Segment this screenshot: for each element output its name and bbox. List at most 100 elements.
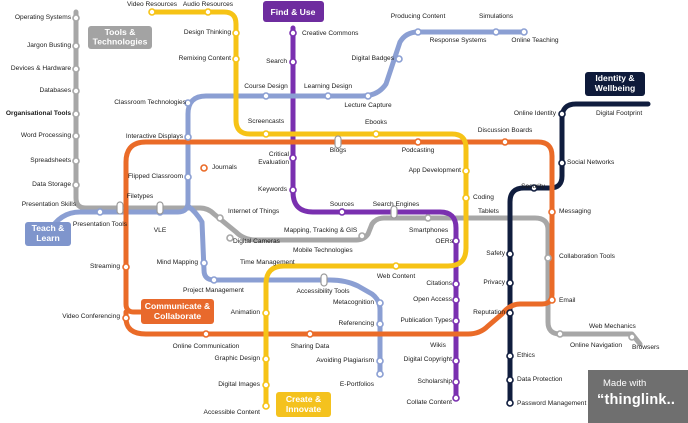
station-publication-types[interactable]: Publication Types [400,317,452,324]
station-accessibility-tools[interactable]: Accessibility Tools [296,288,350,295]
station-marker-tools-grey[interactable] [358,232,366,240]
station-classroom-technologies[interactable]: Classroom Technologies [114,99,186,106]
station-digital-badges[interactable]: Digital Badges [351,55,394,62]
station-marker-teach-blue[interactable] [96,208,104,216]
station-simulations[interactable]: Simulations [479,13,514,20]
station-marker-communicate-orange[interactable] [202,330,210,338]
station-marker-tools-grey[interactable] [424,214,432,222]
station-lecture-capture[interactable]: Lecture Capture [344,102,392,109]
interchange-marker[interactable] [156,201,164,215]
station-online-communication[interactable]: Online Communication [173,343,240,350]
hub-tools-technologies[interactable]: Tools &Technologies [88,26,152,49]
station-marker-create-yellow[interactable] [462,167,470,175]
station-web-content[interactable]: Web Content [377,273,416,280]
station-ebooks[interactable]: Ebooks [365,119,388,126]
station-e-portfolios[interactable]: E-Portfolios [340,381,375,388]
station-marker-identity-navy[interactable] [558,110,566,118]
station-marker-teach-blue[interactable] [184,99,192,107]
station-vle[interactable]: VLE [154,227,167,234]
station-marker-teach-blue[interactable] [200,259,208,267]
station-web-mechanics[interactable]: Web Mechanics [589,323,636,330]
station-marker-create-yellow[interactable] [462,194,470,202]
station-marker-communicate-orange[interactable] [122,314,130,322]
station-marker-communicate-orange[interactable] [414,138,422,146]
station-search-engines[interactable]: Search Engines [373,201,420,208]
station-marker-identity-navy[interactable] [506,399,514,407]
station-marker-identity-navy[interactable] [506,376,514,384]
station-marker-teach-blue[interactable] [324,92,332,100]
station-video-conferencing[interactable]: Video Conferencing [62,313,120,320]
station-scholarship[interactable]: Scholarship [418,378,453,385]
station-accessible-content[interactable]: Accessible Content [204,409,261,416]
station-marker-communicate-orange[interactable] [501,138,509,146]
station-time-management[interactable]: Time Management [240,259,295,266]
station-marker-communicate-orange[interactable] [122,263,130,271]
station-digital-copyright[interactable]: Digital Copyright [404,356,453,363]
station-marker-create-yellow[interactable] [262,355,270,363]
station-mapping-tracking-gis[interactable]: Mapping, Tracking & GIS [284,227,358,234]
station-avoiding-plagiarism[interactable]: Avoiding Plagiarism [316,357,374,364]
station-databases[interactable]: Databases [39,87,71,94]
station-marker-find-purple[interactable] [452,378,460,386]
station-marker-identity-navy[interactable] [506,352,514,360]
station-marker-tools-grey[interactable] [72,181,80,189]
station-referencing[interactable]: Referencing [338,320,374,327]
station-marker-find-purple[interactable] [452,317,460,325]
station-marker-tools-grey[interactable] [544,254,552,262]
station-marker-teach-blue[interactable] [184,173,192,181]
station-project-management[interactable]: Project Management [183,287,244,294]
station-marker-tools-grey[interactable] [72,87,80,95]
station-marker-teach-blue[interactable] [376,357,384,365]
station-marker-create-yellow[interactable] [232,55,240,63]
station-marker-teach-blue[interactable] [376,370,384,378]
station-marker-find-purple[interactable] [289,29,297,37]
station-marker-find-purple[interactable] [452,357,460,365]
interchange-marker[interactable] [390,205,398,219]
station-security[interactable]: Security [521,183,546,190]
station-marker-identity-navy[interactable] [506,279,514,287]
station-marker-communicate-orange[interactable] [306,330,314,338]
hub-find-use[interactable]: Find & Use [263,1,324,22]
station-marker-tools-grey[interactable] [72,42,80,50]
station-sharing-data[interactable]: Sharing Data [291,343,330,350]
station-operating-systems[interactable]: Operating Systems [15,14,72,21]
hub-identity-wellbeing[interactable]: Identity &Wellbeing [585,72,645,96]
station-journals[interactable]: Journals [212,164,238,171]
station-internet-of-things[interactable]: Internet of Things [228,208,280,215]
station-ethics[interactable]: Ethics [517,352,536,359]
station-marker-find-purple[interactable] [289,154,297,162]
station-marker-find-purple[interactable] [452,394,460,402]
station-oers[interactable]: OERs [435,238,453,245]
station-blogs[interactable]: Blogs [330,147,347,154]
station-wikis[interactable]: Wikis [430,342,446,349]
station-marker-teach-blue[interactable] [414,28,422,36]
hub-create-innovate[interactable]: Create &Innovate [276,392,331,417]
station-marker-teach-blue[interactable] [262,92,270,100]
station-marker-teach-blue[interactable] [376,320,384,328]
station-keywords[interactable]: Keywords [258,186,288,193]
interchange-marker[interactable] [116,201,124,215]
station-marker-tools-grey[interactable] [72,14,80,22]
station-reputation[interactable]: Reputation [473,309,505,316]
station-design-thinking[interactable]: Design Thinking [184,29,231,36]
station-marker-tools-grey[interactable] [226,234,234,242]
station-marker-communicate-orange[interactable] [548,296,556,304]
station-interactive-displays[interactable]: Interactive Displays [126,133,184,140]
station-streaming[interactable]: Streaming [90,263,120,270]
station-data-protection[interactable]: Data Protection [517,376,563,383]
station-devices-hardware[interactable]: Devices & Hardware [11,65,71,72]
station-flipped-classroom[interactable]: Flipped Classroom [128,173,183,180]
station-marker-create-yellow[interactable] [262,309,270,317]
station-data-storage[interactable]: Data Storage [32,181,71,188]
station-browsers[interactable]: Browsers [632,344,660,351]
station-word-processing[interactable]: Word Processing [21,132,71,139]
station-marker-create-yellow[interactable] [372,130,380,138]
station-marker-find-purple[interactable] [289,58,297,66]
station-video-resources[interactable]: Video Resources [127,1,178,8]
station-messaging[interactable]: Messaging [559,208,591,215]
station-marker-tools-grey[interactable] [72,65,80,73]
hub-communicate-collaborate[interactable]: Communicate &Collaborate [141,299,214,324]
station-marker-find-purple[interactable] [452,280,460,288]
station-sources[interactable]: Sources [330,201,355,208]
